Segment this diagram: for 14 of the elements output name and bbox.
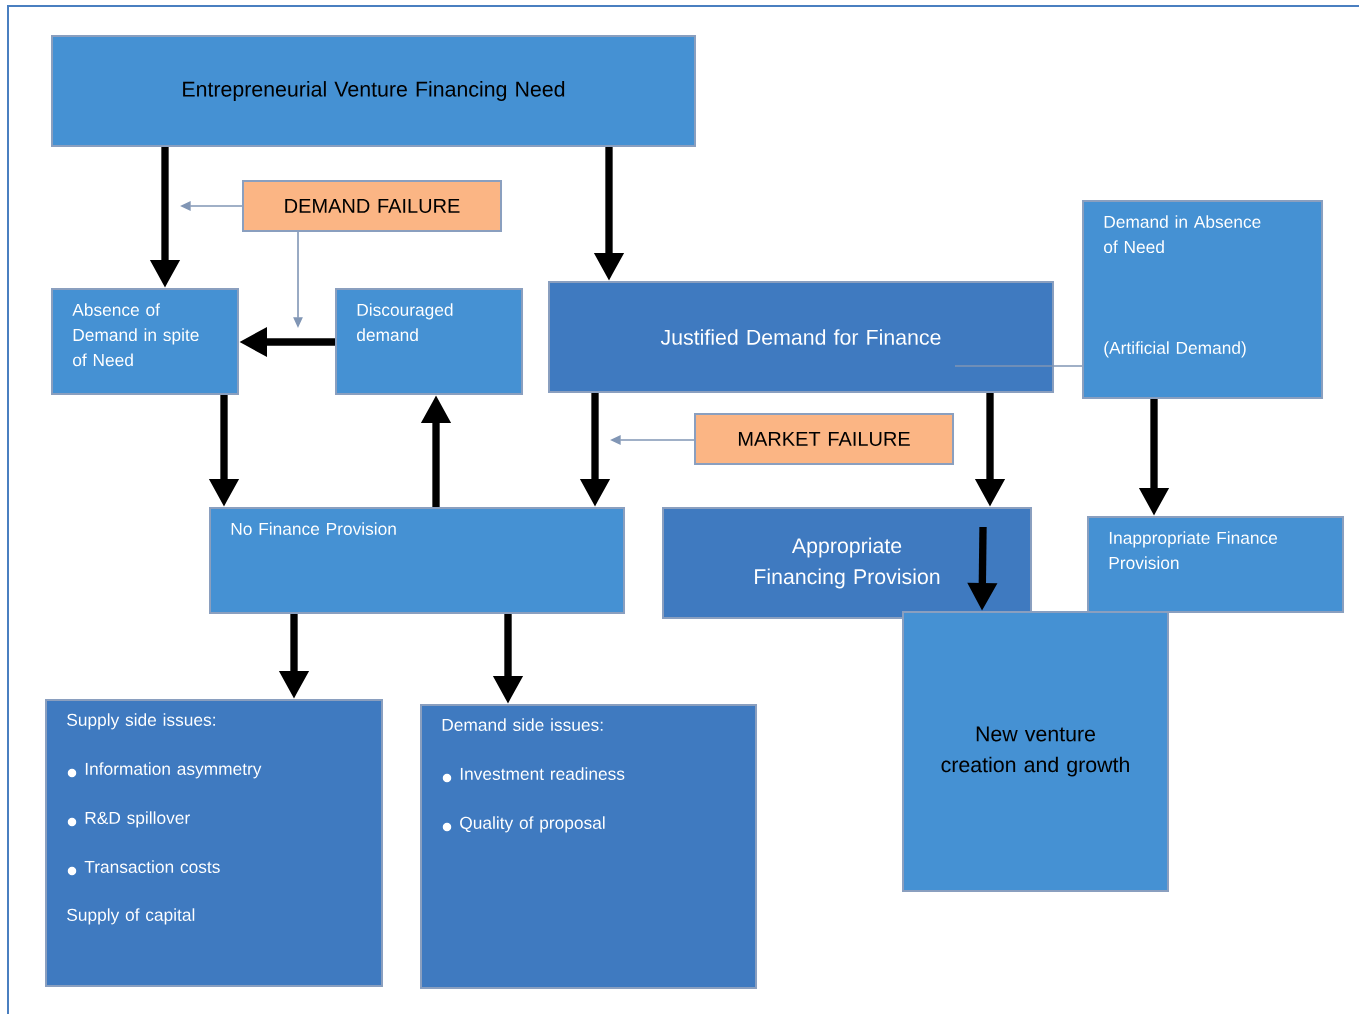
process-box: Supply side issues: Information asymmetry R&D spillover Transaction costs Supply of capital <box>45 699 383 987</box>
label-box: MARKET FAILURE <box>694 413 954 465</box>
process-box: Appropriate Financing Provision <box>662 507 1032 619</box>
process-box: Absence of Demand in spite of Need <box>51 288 239 395</box>
process-box: Entrepreneurial Venture Financing Need <box>51 35 696 147</box>
process-box: No Finance Provision <box>209 507 625 614</box>
process-box: Demand in Absence of Need (Artificial Demand) <box>1082 200 1323 399</box>
process-box: New venture creation and growth <box>902 611 1169 892</box>
process-box: Inappropriate Finance Provision <box>1087 516 1344 613</box>
process-box: Discouraged demand <box>335 288 523 395</box>
process-box: Demand side issues: Investment readiness Quality of proposal <box>420 704 757 989</box>
connector-line <box>954 365 1083 367</box>
label-box: DEMAND FAILURE <box>242 180 502 232</box>
process-box: Justified Demand for Finance <box>548 281 1054 393</box>
